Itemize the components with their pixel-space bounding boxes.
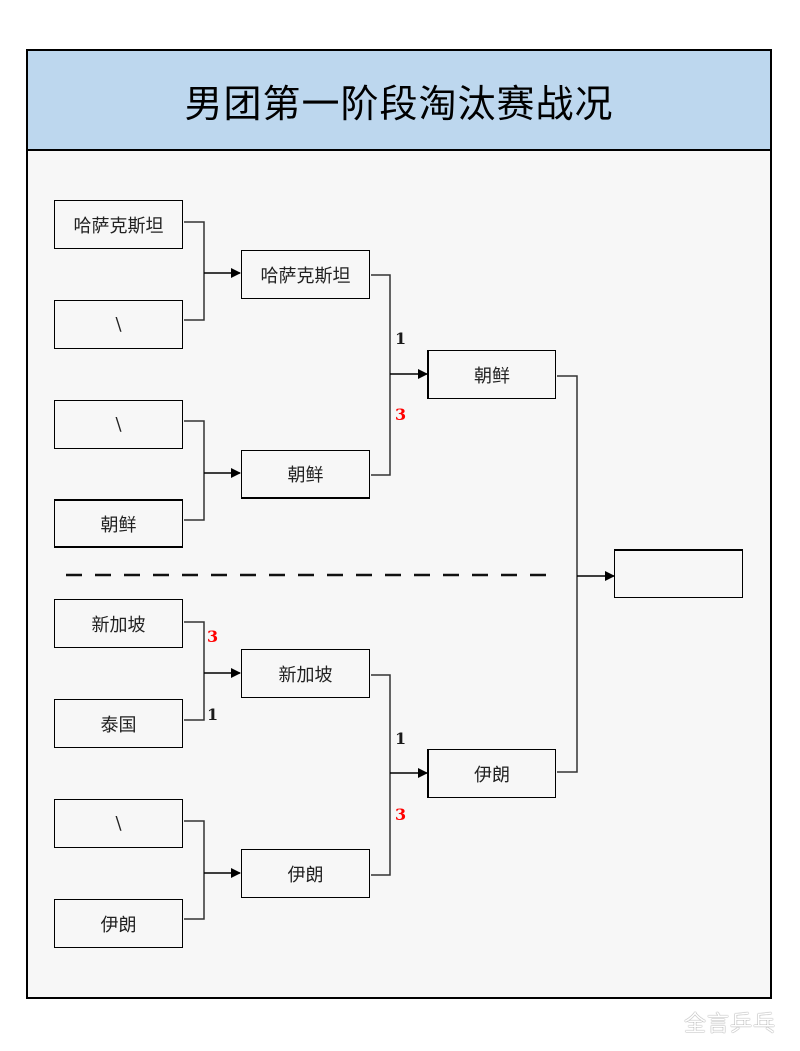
round2-team-box: 朝鲜	[241, 450, 370, 499]
round1-team-box: \	[54, 799, 183, 848]
connector-r1-m1	[184, 221, 205, 321]
round3-team-box: 伊朗	[427, 749, 556, 798]
round1-team-box: \	[54, 300, 183, 349]
round2-team-box: 伊朗	[241, 849, 370, 898]
connector-r1-m2	[184, 420, 205, 521]
round1-team-box: 朝鲜	[54, 499, 183, 548]
score-kazakhstan: 1	[395, 329, 407, 348]
connector-r2-m1	[371, 274, 391, 476]
page-title: 男团第一阶段淘汰赛战况	[184, 81, 614, 126]
final-team-box	[614, 549, 743, 598]
round1-team-box: \	[54, 400, 183, 449]
watermark: 全言乒乓	[684, 1012, 777, 1037]
connector-r2-m2	[371, 674, 391, 876]
round2-team-box: 哈萨克斯坦	[241, 250, 370, 299]
round3-team-box: 朝鲜	[427, 350, 556, 399]
score-iran: 3	[395, 805, 407, 824]
score-singapore-r2: 1	[395, 729, 407, 748]
score-thailand: 1	[207, 705, 219, 724]
score-dprk: 3	[395, 405, 407, 424]
header-band: 男团第一阶段淘汰赛战况	[28, 51, 770, 151]
round1-team-box: 伊朗	[54, 899, 183, 948]
round1-team-box: 哈萨克斯坦	[54, 200, 183, 249]
round1-team-box: 新加坡	[54, 599, 183, 648]
connector-r3	[557, 375, 578, 773]
round2-team-box: 新加坡	[241, 649, 370, 698]
connector-r1-m3	[184, 621, 205, 721]
score-singapore: 3	[207, 627, 219, 646]
connector-r1-m4	[184, 820, 205, 920]
round1-team-box: 泰国	[54, 699, 183, 748]
